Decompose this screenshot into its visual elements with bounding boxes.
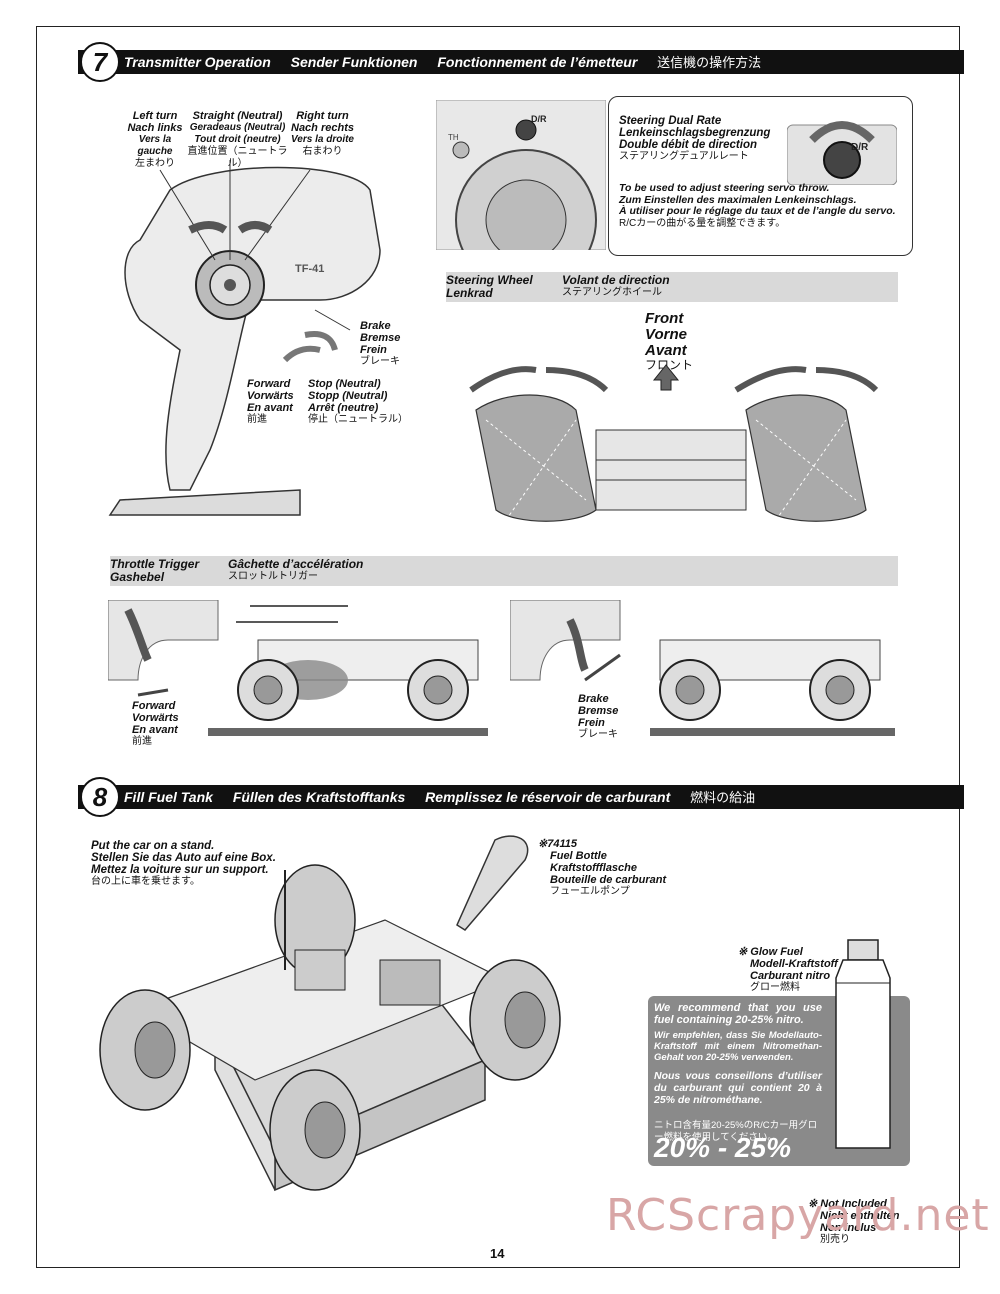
section-7-header: Transmitter Operation Sender Funktionen …: [78, 50, 964, 74]
section-8-title-jp: 燃料の給油: [690, 790, 756, 805]
glow-fuel-bottle-icon: [835, 939, 891, 1149]
throttle-forward-illustration: [108, 600, 488, 736]
page-number: 14: [490, 1246, 505, 1261]
stand-instruction: Put the car on a stand.Stellen Sie das A…: [91, 840, 276, 887]
dual-rate-knob-icon: D/R: [787, 121, 897, 185]
stop-label: Stop (Neutral)Stopp (Neutral)Arrêt (neut…: [308, 378, 408, 425]
recommend-percent: 20% - 25%: [654, 1132, 791, 1163]
dual-rate-closeup: D/R TH: [436, 100, 606, 250]
transmitter-model-text: TF-41: [295, 263, 324, 275]
svg-text:D/R: D/R: [851, 142, 869, 153]
section-8-number: 8: [80, 777, 120, 817]
section-8-title-en: Fill Fuel Tank: [124, 789, 213, 805]
section-7-number: 7: [80, 42, 120, 82]
recommend-jp: ニトロ含有量20-25%のR/Cカー用グロー燃料を使用してください。: [654, 1120, 818, 1143]
recommend-de: Wir empfehlen, dass Sie Modellauto-Kraft…: [654, 1030, 822, 1063]
throttle-brake-illustration: [510, 600, 895, 736]
recommend-fr: Nous vous conseillons d’utiliser du carb…: [654, 1070, 822, 1106]
svg-text:D/R: D/R: [531, 114, 547, 124]
section-7-title-de: Sender Funktionen: [290, 54, 418, 70]
recommend-en: We recommend that you use fuel containin…: [654, 1002, 822, 1026]
section-8-header: Fill Fuel Tank Füllen des Kraftstofftank…: [78, 785, 964, 809]
section-8-title-de: Füllen des Kraftstofftanks: [232, 789, 406, 805]
section-7-title-fr: Fonctionnement de l’émetteur: [437, 54, 638, 70]
svg-text:TH: TH: [448, 133, 459, 142]
section-8-title-fr: Remplissez le réservoir de carburant: [425, 789, 671, 805]
section-7-title-jp: 送信機の操作方法: [657, 55, 762, 70]
section-7-title-en: Transmitter Operation: [124, 54, 271, 70]
steering-wheel-illustration: [469, 364, 879, 522]
car-on-stand-illustration: [99, 835, 561, 1192]
straight-label: Straight (Neutral)Geradeaus (Neutral)Tou…: [187, 110, 288, 169]
watermark: RCScrapyard.net: [606, 1190, 990, 1241]
page-frame: [36, 26, 960, 1268]
dual-rate-description: To be used to adjust steering servo thro…: [619, 182, 896, 229]
transmitter-illustration: TF-41: [108, 160, 381, 516]
